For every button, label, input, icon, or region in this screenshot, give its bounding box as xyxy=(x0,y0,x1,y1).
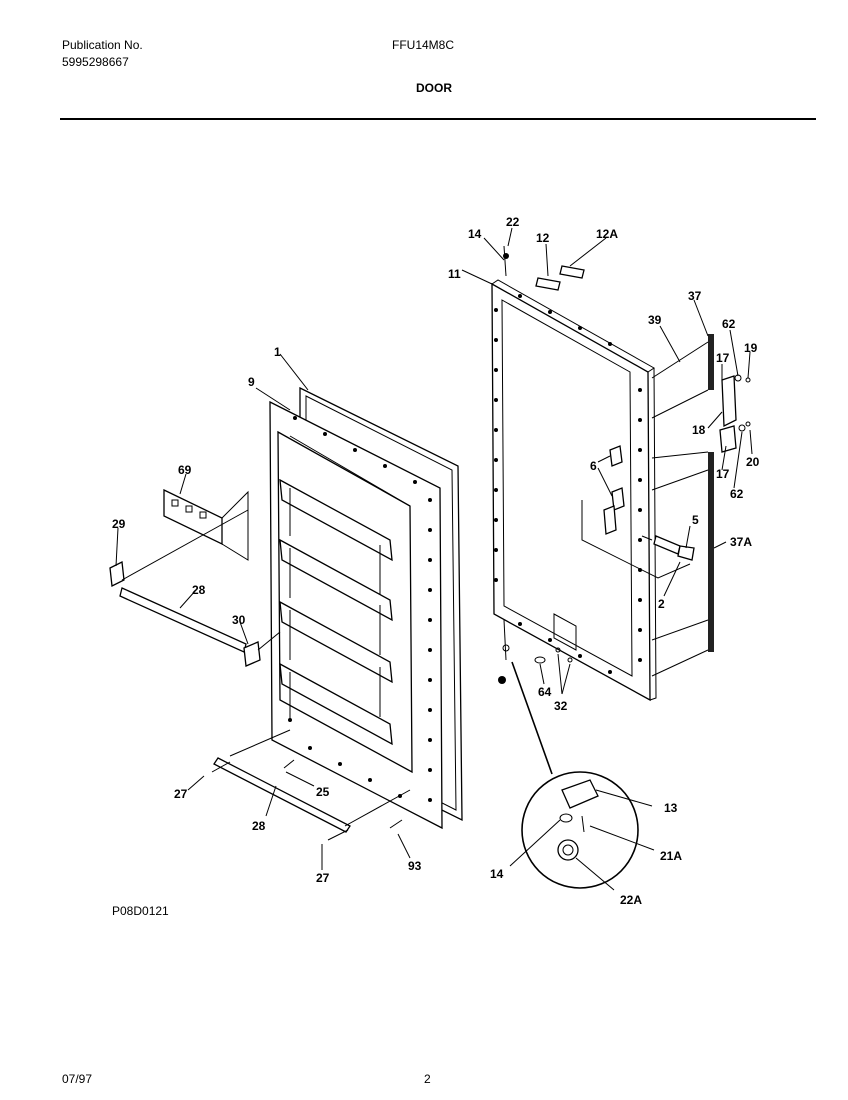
handle xyxy=(603,505,617,535)
callout-62b: 62 xyxy=(730,487,744,501)
control-label-panel xyxy=(163,488,223,546)
outer-door-panel xyxy=(491,279,657,702)
detail-circle xyxy=(521,771,639,889)
callout-17b: 17 xyxy=(716,467,730,481)
callout-20: 20 xyxy=(746,455,760,469)
callout-1: 1 xyxy=(274,345,281,359)
callout-27b: 27 xyxy=(316,871,330,885)
upper-hinge xyxy=(721,375,737,428)
callout-9: 9 xyxy=(248,375,255,389)
leader-lines xyxy=(115,227,753,891)
callout-2: 2 xyxy=(658,597,665,611)
callout-13: 13 xyxy=(664,801,678,815)
publication-label: Publication No. xyxy=(62,38,143,52)
callout-12a: 12A xyxy=(596,227,618,241)
callout-14: 14 xyxy=(468,227,482,241)
callout-32: 32 xyxy=(554,699,568,713)
callout-25: 25 xyxy=(316,785,330,799)
callout-64: 64 xyxy=(538,685,552,699)
callout-37a: 37A xyxy=(730,535,752,549)
latch-assembly xyxy=(653,535,681,555)
model-number: FFU14M8C xyxy=(392,38,455,52)
lower-hinge xyxy=(719,425,737,453)
callout-30: 30 xyxy=(232,613,246,627)
callout-27: 27 xyxy=(174,787,188,801)
callout-18: 18 xyxy=(692,423,706,437)
hinge-strip-lower xyxy=(708,452,714,652)
publication-number: 5995298667 xyxy=(62,55,129,69)
callout-93: 93 xyxy=(408,859,422,873)
callout-21a: 21A xyxy=(660,849,682,863)
callout-19: 19 xyxy=(744,341,758,355)
label-plate-12 xyxy=(535,277,561,291)
callout-37: 37 xyxy=(688,289,702,303)
detail-hinge-bracket xyxy=(561,779,599,809)
latch-cover xyxy=(677,545,695,561)
shelf-bracket-left xyxy=(109,561,125,587)
callout-labels: 1 9 69 29 28 30 27 28 25 27 93 11 14 22 … xyxy=(112,215,760,907)
shelf-retainer-bar xyxy=(119,587,247,653)
callout-22: 22 xyxy=(506,215,520,229)
callout-6: 6 xyxy=(590,459,597,473)
page-number: 2 xyxy=(424,1072,431,1086)
callout-69: 69 xyxy=(178,463,192,477)
callout-28: 28 xyxy=(192,583,206,597)
shelf-bracket-right xyxy=(243,641,261,667)
callout-22a: 22A xyxy=(620,893,642,907)
inner-door-liner xyxy=(269,400,443,830)
drawing-code: P08D0121 xyxy=(112,904,169,918)
callout-29: 29 xyxy=(112,517,126,531)
handle-bracket-lower xyxy=(611,487,625,511)
callout-5: 5 xyxy=(692,513,699,527)
handle-bracket-upper xyxy=(609,445,623,467)
bottom-retainer-bar xyxy=(213,757,351,833)
section-title: DOOR xyxy=(416,81,452,95)
label-plate-12a xyxy=(559,265,585,279)
callout-11: 11 xyxy=(448,267,461,281)
footer-date: 07/97 xyxy=(62,1072,93,1086)
header-rule xyxy=(60,118,816,120)
callout-62: 62 xyxy=(722,317,736,331)
callout-14b: 14 xyxy=(490,867,504,881)
callout-12: 12 xyxy=(536,231,550,245)
callout-17: 17 xyxy=(716,351,730,365)
callout-28b: 28 xyxy=(252,819,266,833)
hinge-strip-upper xyxy=(708,334,714,390)
callout-39: 39 xyxy=(648,313,662,327)
